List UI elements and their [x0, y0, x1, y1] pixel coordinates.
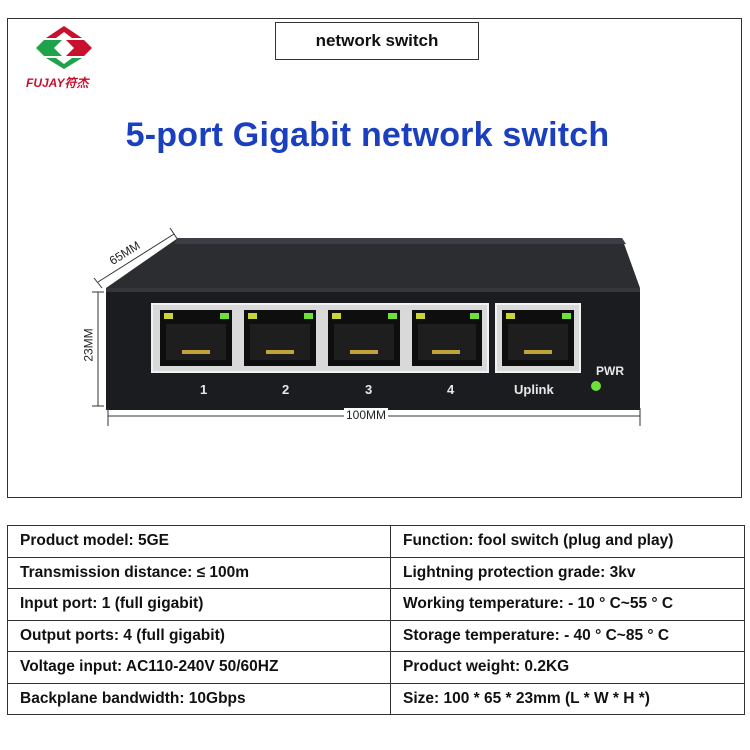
- ethernet-port-uplink: [502, 310, 574, 366]
- brand-name: FUJAY符杰: [26, 76, 89, 90]
- port-label-1: 1: [200, 382, 208, 397]
- spec-cell: Size: 100 * 65 * 23mm (L * W * H *): [390, 682, 745, 715]
- ethernet-port-4: [412, 310, 482, 366]
- page-headline: 5-port Gigabit network switch: [125, 116, 610, 154]
- network-switch-illustration: 1 2 3 4 Uplink PWR 100MM 23MM 65MM: [82, 220, 650, 430]
- spec-cell: Transmission distance: ≤ 100m: [7, 556, 391, 589]
- spec-cell: Product weight: 0.2KG: [390, 651, 745, 684]
- table-row: Product model: 5GE Function: fool switch…: [7, 525, 745, 558]
- spec-cell: Function: fool switch (plug and play): [390, 525, 745, 558]
- table-row: Voltage input: AC110-240V 50/60HZ Produc…: [7, 651, 745, 684]
- width-dimension: 100MM: [344, 408, 389, 422]
- brand-logo: FUJAY符杰: [26, 24, 102, 94]
- spec-cell: Storage temperature: - 40 ° C~85 ° C: [390, 619, 745, 652]
- spec-cell: Working temperature: - 10 ° C~55 ° C: [390, 588, 745, 621]
- ethernet-port-1: [160, 310, 232, 366]
- table-row: Input port: 1 (full gigabit) Working tem…: [7, 588, 745, 621]
- height-dimension: 23MM: [81, 328, 96, 362]
- table-row: Backplane bandwidth: 10Gbps Size: 100 * …: [7, 682, 745, 715]
- port-label-uplink: Uplink: [514, 382, 554, 397]
- ethernet-port-2: [244, 310, 316, 366]
- table-row: Transmission distance: ≤ 100m Lightning …: [7, 556, 745, 589]
- pwr-label: PWR: [596, 364, 624, 378]
- ethernet-port-3: [328, 310, 400, 366]
- spec-cell: Input port: 1 (full gigabit): [7, 588, 391, 621]
- spec-cell: Voltage input: AC110-240V 50/60HZ: [7, 651, 391, 684]
- spec-cell: Backplane bandwidth: 10Gbps: [7, 682, 391, 715]
- port-label-4: 4: [447, 382, 455, 397]
- spec-cell: Product model: 5GE: [7, 525, 391, 558]
- product-image-frame: [7, 18, 742, 498]
- logo-mark-icon: [36, 26, 92, 69]
- spec-cell: Output ports: 4 (full gigabit): [7, 619, 391, 652]
- category-label: network switch: [275, 22, 479, 60]
- specifications-table: Product model: 5GE Function: fool switch…: [7, 525, 745, 715]
- spec-cell: Lightning protection grade: 3kv: [390, 556, 745, 589]
- switch-body-icon: [92, 227, 641, 426]
- port-label-2: 2: [282, 382, 290, 397]
- table-row: Output ports: 4 (full gigabit) Storage t…: [7, 619, 745, 652]
- port-label-3: 3: [365, 382, 373, 397]
